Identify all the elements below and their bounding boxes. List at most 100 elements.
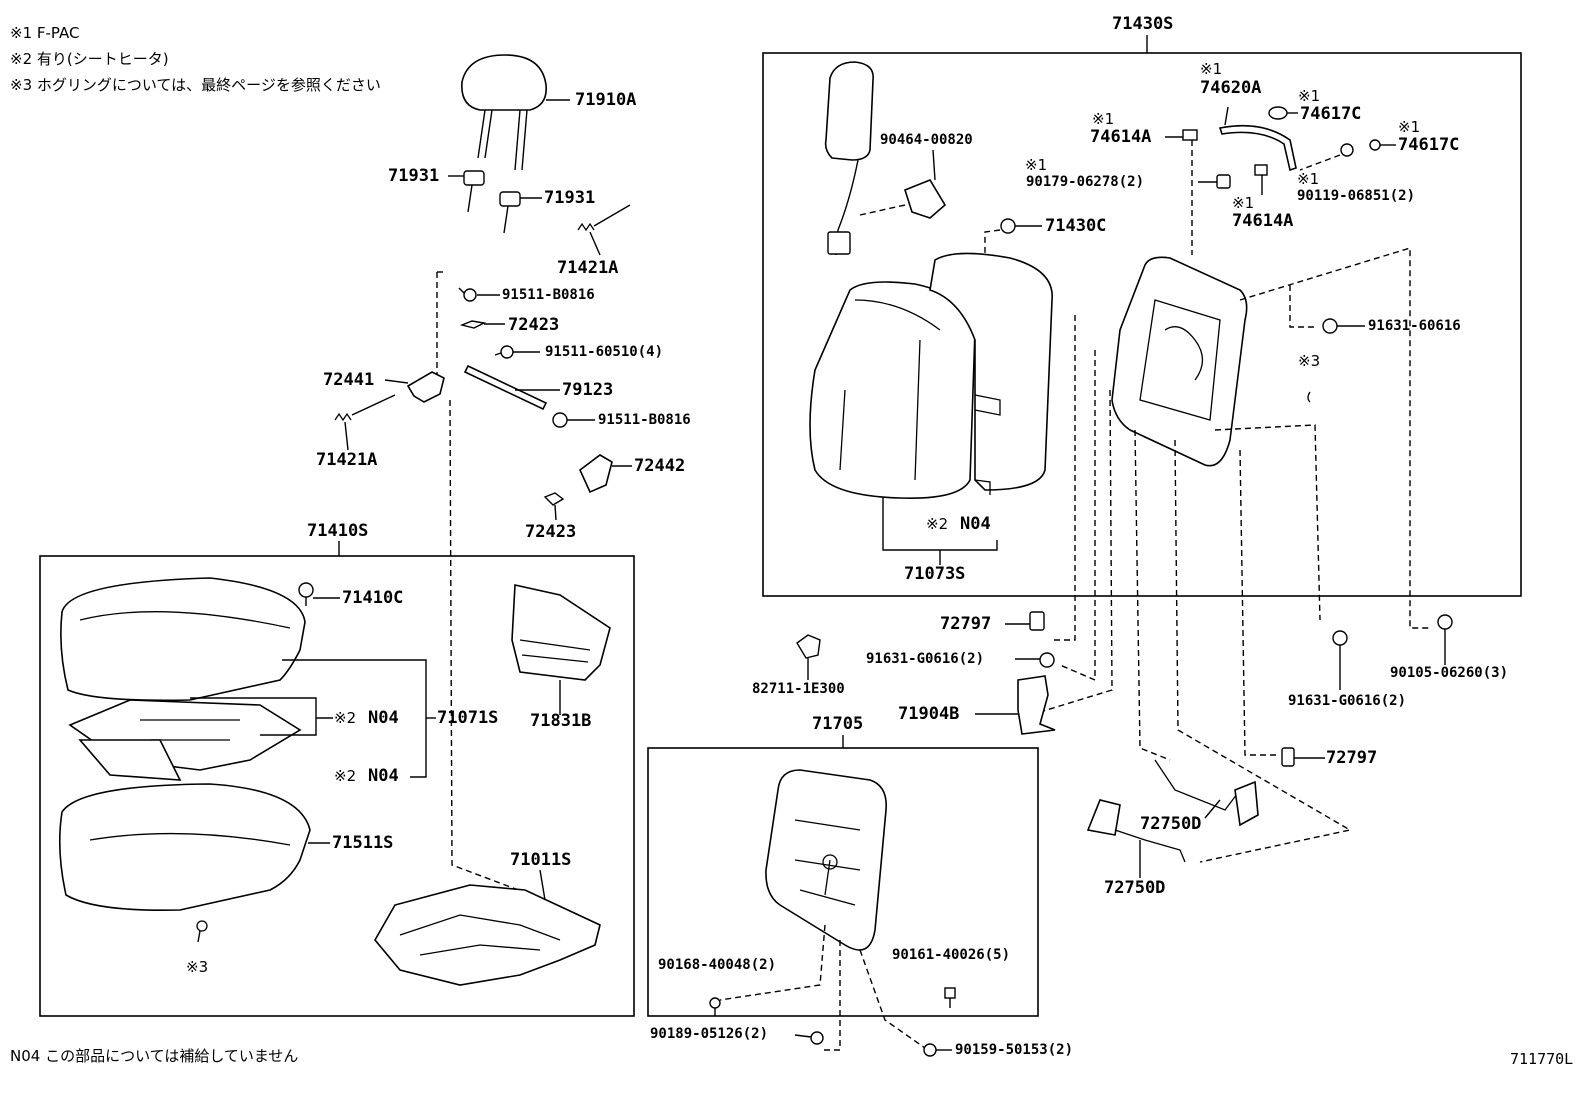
bolt-91511-B0816-b[interactable] (552, 412, 595, 428)
clip-72797-a[interactable] (1005, 611, 1045, 631)
part-label-90179-06278[interactable]: 90179-06278(2) (1026, 174, 1145, 190)
headrest-71910A[interactable] (461, 54, 570, 171)
part-label-91631-60616[interactable]: 91631-60616 (1368, 318, 1461, 334)
part-label-74614A-b[interactable]: 74614A (1232, 211, 1294, 231)
bracket-71904B[interactable] (975, 675, 1056, 735)
seatback-pad[interactable] (929, 252, 1053, 495)
seat-frame-71011S[interactable] (374, 869, 601, 986)
seatback-cover[interactable] (809, 281, 976, 499)
cap-74617C-b[interactable] (1369, 139, 1396, 151)
part-label-71071S[interactable]: 71071S (437, 708, 499, 728)
part-label-91511-B0816-b[interactable]: 91511-B0816 (598, 412, 691, 428)
bolt-91631-G0616-a[interactable] (1015, 652, 1055, 668)
part-label-72442[interactable]: 72442 (634, 456, 686, 476)
part-label-71430S[interactable]: 71430S (1112, 14, 1174, 34)
part-label-74617C-a[interactable]: 74617C (1300, 104, 1362, 124)
seatback-frame[interactable] (1111, 256, 1248, 467)
bolt-91511-60510[interactable] (494, 345, 540, 359)
clip-90161-40026[interactable] (944, 987, 956, 1008)
cap-74617C-a[interactable] (1268, 106, 1298, 120)
part-label-71931-a[interactable]: 71931 (388, 166, 440, 186)
part-label-90464-00820[interactable]: 90464-00820 (880, 132, 973, 148)
part-label-90189-05126[interactable]: 90189-05126(2) (650, 1026, 769, 1042)
part-label-72441[interactable]: 72441 (323, 370, 375, 390)
clip-72423-b[interactable] (543, 492, 565, 521)
bolt-90119-06851[interactable] (1299, 143, 1354, 171)
part-label-71410S[interactable]: 71410S (307, 521, 369, 541)
clip-82711-1E300[interactable] (796, 634, 821, 680)
bracket-72441[interactable] (351, 371, 445, 416)
spring-71421A-top[interactable] (577, 204, 631, 256)
part-label-72423-b[interactable]: 72423 (525, 522, 577, 542)
clip-71410C[interactable] (298, 582, 340, 606)
part-label-72750D-b[interactable]: 72750D (1104, 878, 1166, 898)
part-label-90159-50153[interactable]: 90159-50153(2) (955, 1042, 1074, 1058)
part-label-90119-06851[interactable]: 90119-06851(2) (1297, 188, 1416, 204)
part-label-71410C[interactable]: 71410C (342, 588, 404, 608)
part-label-91511-B0816-a[interactable]: 91511-B0816 (502, 287, 595, 303)
part-label-82711-1E300[interactable]: 82711-1E300 (752, 681, 845, 697)
part-label-N04-b[interactable]: N04 (368, 766, 399, 786)
part-label-71011S[interactable]: 71011S (510, 850, 572, 870)
part-label-71511S[interactable]: 71511S (332, 833, 394, 853)
spring-71421A-bottom[interactable] (334, 412, 352, 451)
part-label-91631-G0616-b[interactable]: 91631-G0616(2) (1288, 693, 1407, 709)
side-airbag[interactable] (824, 61, 874, 256)
part-label-91631-G0616-a[interactable]: 91631-G0616(2) (866, 651, 985, 667)
back-board-71705[interactable] (765, 769, 887, 951)
part-label-N04-a[interactable]: N04 (368, 708, 399, 728)
part-label-71421A-bottom[interactable]: 71421A (316, 450, 378, 470)
part-label-91511-60510[interactable]: 91511-60510(4) (545, 344, 664, 360)
clip-72423-a[interactable] (459, 320, 505, 329)
part-label-90161-40026[interactable]: 90161-40026(5) (892, 947, 1011, 963)
part-label-71705[interactable]: 71705 (812, 714, 864, 734)
clip-90159-50153[interactable] (923, 1043, 952, 1057)
seat-cover-71071S[interactable] (60, 577, 306, 702)
part-label-72750D-a[interactable]: 72750D (1140, 814, 1202, 834)
bolt-91631-G0616-b[interactable] (1332, 630, 1348, 690)
part-label-72797-b[interactable]: 72797 (1326, 748, 1378, 768)
bolt-90105-06260[interactable] (1437, 614, 1453, 665)
headrest-guide-left[interactable] (448, 170, 485, 213)
part-label-72797-a[interactable]: 72797 (940, 614, 992, 634)
nut-74614A-b[interactable] (1254, 164, 1268, 195)
clip-90189-05126[interactable] (794, 1031, 824, 1045)
seat-pad-71511S[interactable] (58, 783, 311, 912)
part-label-79123[interactable]: 79123 (562, 380, 614, 400)
note-seat-heater: ※2 有り(シートヒータ) (10, 50, 169, 68)
clip-72797-b[interactable] (1281, 747, 1325, 767)
lever-72750D[interactable] (1086, 799, 1186, 878)
hog-ring-seat (196, 920, 208, 943)
mark-2-n04-c: ※2 (926, 515, 949, 533)
cable-72750D[interactable] (1154, 759, 1259, 827)
clip-71430C[interactable] (984, 218, 1042, 255)
part-label-71904B[interactable]: 71904B (898, 704, 960, 724)
part-label-74617C-b[interactable]: 74617C (1398, 135, 1460, 155)
figure-code: 711770L (1510, 1050, 1574, 1068)
nut-90179-06278[interactable] (1198, 174, 1231, 189)
headrest-guide-right[interactable] (499, 191, 542, 234)
bracket-72442[interactable] (579, 454, 632, 494)
bolt-91631-60616[interactable] (1322, 318, 1365, 334)
part-label-71831B[interactable]: 71831B (530, 711, 592, 731)
bolt-91511-B0816-a[interactable] (458, 287, 500, 302)
cover-71831B[interactable] (511, 584, 611, 715)
part-label-71430C[interactable]: 71430C (1045, 216, 1107, 236)
part-label-90105-06260[interactable]: 90105-06260(3) (1390, 665, 1509, 681)
part-label-90168-40048[interactable]: 90168-40048(2) (658, 957, 777, 973)
nut-74614A-a[interactable] (1165, 129, 1198, 141)
part-label-74614A-a[interactable]: 74614A (1090, 127, 1152, 147)
clip-90168-40048[interactable] (709, 997, 721, 1016)
part-label-71931-b[interactable]: 71931 (544, 188, 596, 208)
part-label-71421A-top[interactable]: 71421A (557, 258, 619, 278)
part-label-N04-c[interactable]: N04 (960, 514, 991, 534)
clamp-90464-00820[interactable] (859, 149, 947, 219)
seat-heater-pad[interactable] (68, 699, 302, 781)
part-label-71073S[interactable]: 71073S (904, 564, 966, 584)
part-label-72423-a[interactable]: 72423 (508, 315, 560, 335)
note-hog-ring: ※3 ホグリングについては、最終ページを参照ください (10, 76, 381, 94)
part-label-71910A[interactable]: 71910A (575, 90, 637, 110)
part-label-74620A[interactable]: 74620A (1200, 78, 1262, 98)
bracket-74620A[interactable] (1218, 106, 1297, 172)
rod-79123[interactable] (463, 364, 560, 411)
